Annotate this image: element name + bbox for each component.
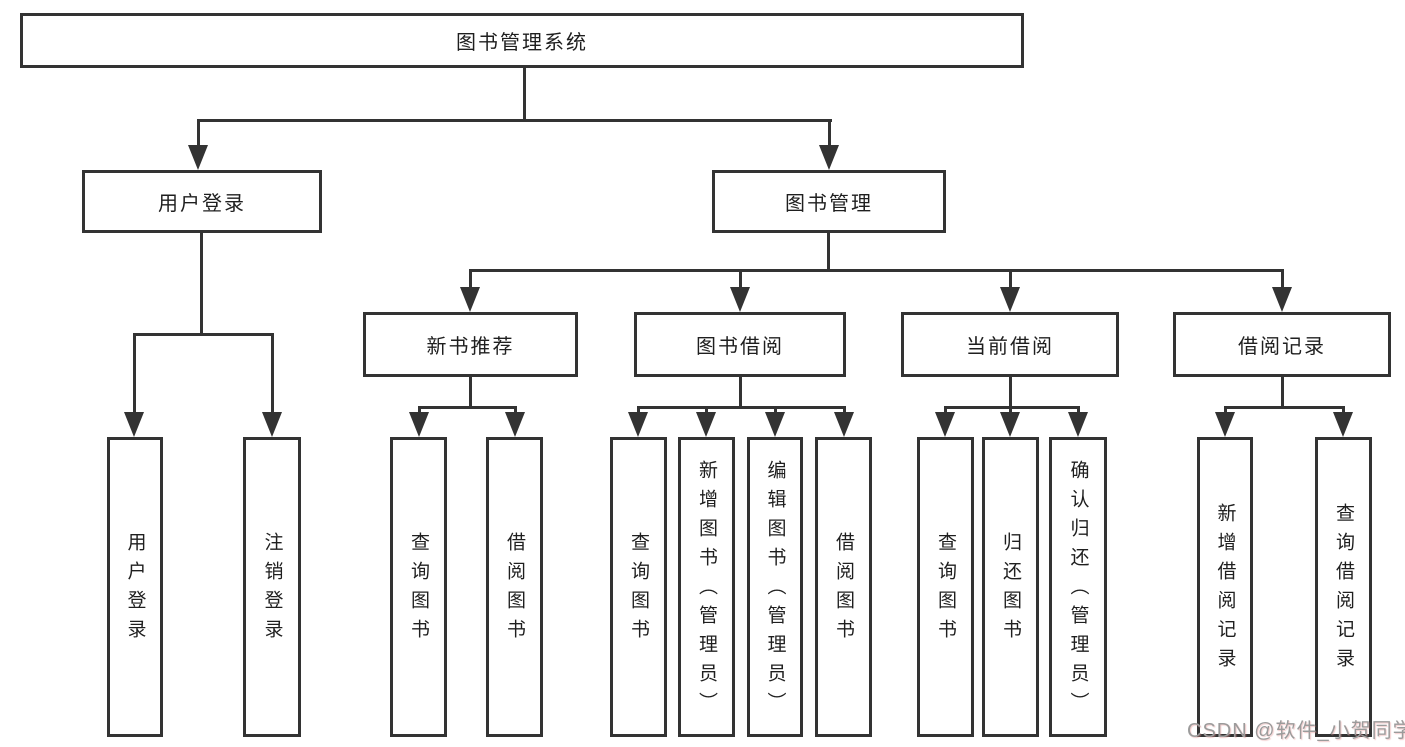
leaf-query-books-recommend: 查询图书 — [390, 437, 447, 737]
node-book-borrowing: 图书借阅 — [634, 312, 846, 377]
connector-line — [197, 119, 200, 148]
arrow-down-icon — [730, 287, 750, 312]
arrow-down-icon — [409, 412, 429, 437]
node-borrowing-records: 借阅记录 — [1173, 312, 1391, 377]
arrow-down-icon — [628, 412, 648, 437]
arrow-down-icon — [1215, 412, 1235, 437]
leaf-edit-book-admin: 编辑图书（管理员） — [747, 437, 803, 737]
leaf-confirm-return-admin: 确认归还（管理员） — [1049, 437, 1107, 737]
node-current-borrowing: 当前借阅 — [901, 312, 1119, 377]
connector-line — [1009, 377, 1012, 409]
connector-line — [197, 119, 832, 122]
leaf-query-borrow-record: 查询借阅记录 — [1315, 437, 1372, 737]
connector-line — [739, 377, 742, 409]
arrow-down-icon — [765, 412, 785, 437]
connector-line — [1224, 406, 1345, 409]
arrow-down-icon — [696, 412, 716, 437]
node-library-management-system: 图书管理系统 — [20, 13, 1024, 68]
arrow-down-icon — [834, 412, 854, 437]
leaf-query-books-borrowing: 查询图书 — [610, 437, 667, 737]
leaf-query-books-current: 查询图书 — [917, 437, 974, 737]
node-new-book-recommend: 新书推荐 — [363, 312, 578, 377]
arrow-down-icon — [1333, 412, 1353, 437]
leaf-return-book: 归还图书 — [982, 437, 1039, 737]
connector-line — [827, 233, 830, 272]
leaf-add-book-admin: 新增图书（管理员） — [678, 437, 735, 737]
arrow-down-icon — [188, 145, 208, 170]
arrow-down-icon — [1272, 287, 1292, 312]
leaf-logout: 注销登录 — [243, 437, 301, 737]
leaf-add-borrow-record: 新增借阅记录 — [1197, 437, 1253, 737]
connector-line — [739, 269, 742, 289]
connector-line — [1281, 269, 1284, 289]
arrow-down-icon — [460, 287, 480, 312]
leaf-borrow-books-recommend: 借阅图书 — [486, 437, 543, 737]
connector-line — [469, 269, 1284, 272]
connector-line — [133, 333, 274, 336]
node-book-management: 图书管理 — [712, 170, 946, 233]
connector-line — [418, 406, 517, 409]
arrow-down-icon — [935, 412, 955, 437]
leaf-borrow-books-borrowing: 借阅图书 — [815, 437, 872, 737]
arrow-down-icon — [505, 412, 525, 437]
connector-line — [271, 333, 274, 414]
arrow-down-icon — [1000, 287, 1020, 312]
connector-line — [469, 377, 472, 409]
arrow-down-icon — [1000, 412, 1020, 437]
connector-line — [200, 233, 203, 336]
connector-line — [828, 119, 831, 148]
connector-line — [133, 333, 136, 414]
leaf-user-login: 用户登录 — [107, 437, 163, 737]
arrow-down-icon — [124, 412, 144, 437]
connector-line — [1009, 269, 1012, 289]
csdn-watermark: CSDN @软件_小贺同学 — [1187, 720, 1405, 742]
node-user-login: 用户登录 — [82, 170, 322, 233]
arrow-down-icon — [262, 412, 282, 437]
arrow-down-icon — [819, 145, 839, 170]
connector-line — [637, 406, 846, 409]
arrow-down-icon — [1068, 412, 1088, 437]
connector-line — [469, 269, 472, 289]
connector-line — [944, 406, 1080, 409]
connector-line — [523, 66, 526, 121]
connector-line — [1281, 377, 1284, 409]
